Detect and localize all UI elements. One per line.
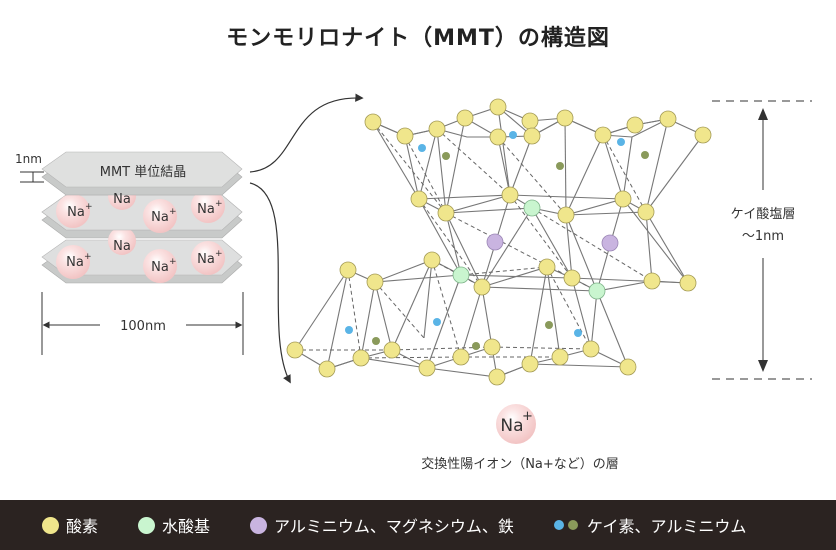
exchange-ion-label: Na	[500, 416, 523, 436]
na-charge: +	[215, 199, 223, 209]
legend-label: アルミニウム、マグネシウム、鉄	[274, 517, 514, 536]
na-charge: +	[215, 249, 223, 259]
thickness-marker	[20, 171, 44, 183]
hydroxyl-atoms	[452, 199, 606, 300]
na-label: Na	[67, 205, 85, 220]
hydroxyl-swatch	[138, 516, 156, 534]
exchange-ion-charge: +	[522, 409, 533, 424]
legend-item-oxygen: 酸素	[42, 513, 98, 537]
legend-item-metal: アルミニウム、マグネシウム、鉄	[250, 513, 514, 537]
na-label: Na	[197, 202, 215, 217]
zoom-arrow-bottom	[249, 182, 291, 384]
silicon-swatch	[553, 520, 564, 530]
lattice-dashed-bonds	[295, 121, 653, 359]
mmt-structure-diagram: MMT 単位結晶 Na + Na + Na + Na Na + Na + Na …	[15, 93, 812, 472]
exchange-caption: 交換性陽イオン（Na+など）の層	[421, 456, 619, 472]
metal-swatch	[250, 516, 268, 534]
na-label: Na	[66, 255, 84, 270]
metal-atoms	[486, 233, 619, 252]
thickness-label: 1nm	[15, 152, 42, 166]
na-charge: +	[85, 202, 93, 212]
legend-label: 酸素	[66, 517, 99, 536]
legend-item-hydroxyl: 水酸基	[138, 513, 210, 537]
silicon-atoms	[345, 131, 625, 337]
na-label: Na	[151, 260, 169, 275]
sodium-ions-lower	[56, 227, 225, 283]
exchange-ion	[496, 404, 536, 444]
layer-thickness-label: 〜1nm	[742, 229, 784, 244]
diagram-title: モンモリロナイト（MMT）の構造図	[226, 26, 610, 51]
unit-crystal-label: MMT 単位結晶	[100, 164, 187, 180]
layer-thickness-marker	[712, 100, 812, 380]
width-label: 100nm	[120, 319, 166, 334]
width-marker	[41, 292, 244, 355]
na-label: Na	[113, 192, 131, 207]
na-label: Na	[113, 239, 131, 254]
sodium-ions-upper	[56, 182, 225, 233]
na-charge: +	[169, 207, 177, 217]
oxygen-swatch	[42, 516, 59, 534]
layer-label: ケイ酸塩層	[731, 207, 796, 222]
na-charge: +	[169, 257, 177, 267]
oxygen-atoms	[286, 98, 712, 386]
legend-bar: 酸素 水酸基 アルミニウム、マグネシウム、鉄 ケイ素、アルミニウム	[0, 500, 836, 550]
na-label: Na	[151, 210, 169, 225]
legend-label: ケイ素、アルミニウム	[586, 517, 747, 536]
aluminium-swatch	[567, 520, 578, 530]
legend-item-silicon-aluminium: ケイ素、アルミニウム	[553, 513, 747, 537]
na-charge: +	[84, 252, 92, 262]
aluminium-atoms	[372, 151, 649, 350]
legend-label: 水酸基	[162, 517, 211, 536]
na-label: Na	[197, 252, 215, 267]
zoom-arrow-top	[249, 93, 364, 173]
